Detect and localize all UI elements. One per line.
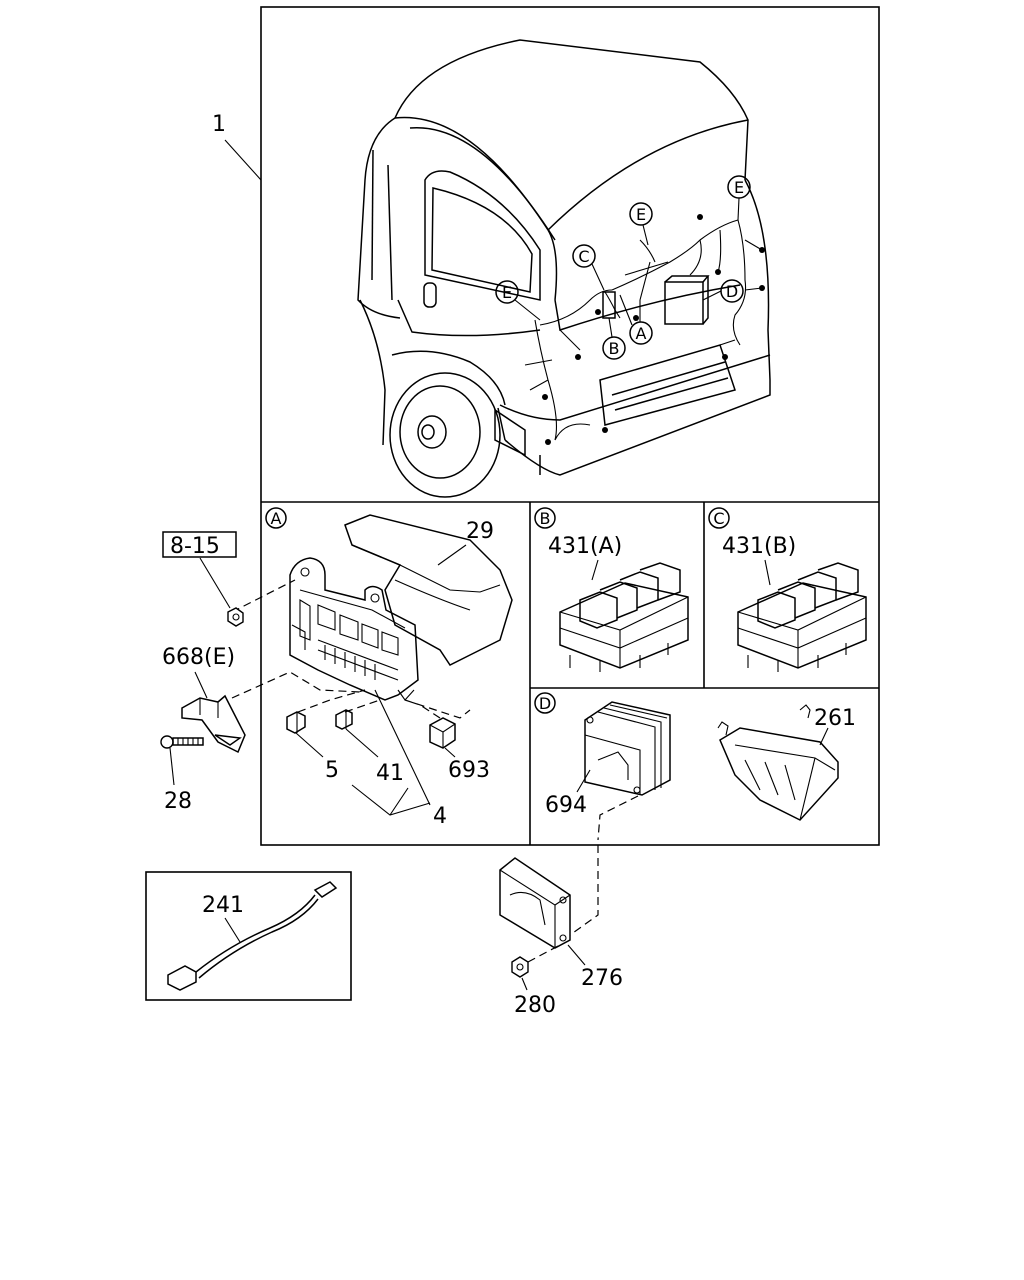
svg-text:B: B [540, 509, 551, 528]
marker-e-center: E [629, 202, 653, 226]
panel-c-tag: C [708, 507, 730, 529]
callout-41: 41 [376, 761, 404, 786]
callout-5: 5 [325, 758, 339, 783]
nut-icon [227, 607, 244, 627]
callout-694: 694 [545, 793, 587, 818]
svg-text:A: A [271, 509, 282, 528]
ref-box-8-15 [162, 531, 237, 558]
control-unit-276 [499, 857, 571, 949]
callout-28: 28 [164, 789, 192, 814]
svg-text:B: B [609, 339, 620, 358]
svg-text:C: C [578, 247, 589, 266]
panel-b-tag: B [534, 507, 556, 529]
panel-d-tag: D [534, 692, 556, 714]
bracket-668e [181, 694, 246, 754]
relay-block-431b [737, 562, 867, 672]
callout-29: 29 [466, 519, 494, 544]
case-261 [717, 704, 839, 821]
module-694 [584, 701, 671, 796]
svg-text:D: D [726, 282, 738, 301]
callout-4: 4 [433, 804, 447, 829]
insulator-cover-29 [344, 514, 513, 666]
cable-frame [145, 871, 352, 1001]
callout-431b: 431(B) [722, 534, 796, 559]
truck-cab-illustration [357, 39, 771, 498]
svg-text:E: E [502, 283, 512, 302]
svg-text:E: E [636, 205, 646, 224]
bolt-28 [160, 735, 204, 749]
panel-a-tag: A [265, 507, 287, 529]
marker-d: D [720, 279, 744, 303]
fuse-relay-box [289, 557, 419, 701]
callout-668e: 668(E) [162, 645, 235, 670]
marker-e-left: E [495, 280, 519, 304]
callout-431a: 431(A) [548, 534, 622, 559]
callout-276: 276 [581, 966, 623, 991]
callout-241: 241 [202, 893, 244, 918]
svg-text:A: A [636, 324, 647, 343]
marker-b: B [602, 336, 626, 360]
callout-280: 280 [514, 993, 556, 1018]
relay-693 [429, 717, 456, 749]
nut-280 [511, 956, 529, 978]
marker-a: A [629, 321, 653, 345]
svg-text:D: D [539, 694, 551, 713]
callout-261: 261 [814, 706, 856, 731]
fuse-5 [286, 711, 306, 734]
svg-text:C: C [713, 509, 724, 528]
cable-241 [167, 881, 338, 991]
fuse-41 [335, 709, 353, 730]
marker-c: C [572, 244, 596, 268]
main-frame [260, 6, 880, 846]
relay-block-431a [559, 562, 689, 672]
ref-8-15: 8-15 [170, 534, 220, 559]
marker-e-right: E [727, 175, 751, 199]
callout-1: 1 [212, 112, 226, 137]
svg-text:E: E [734, 178, 744, 197]
callout-693: 693 [448, 758, 490, 783]
